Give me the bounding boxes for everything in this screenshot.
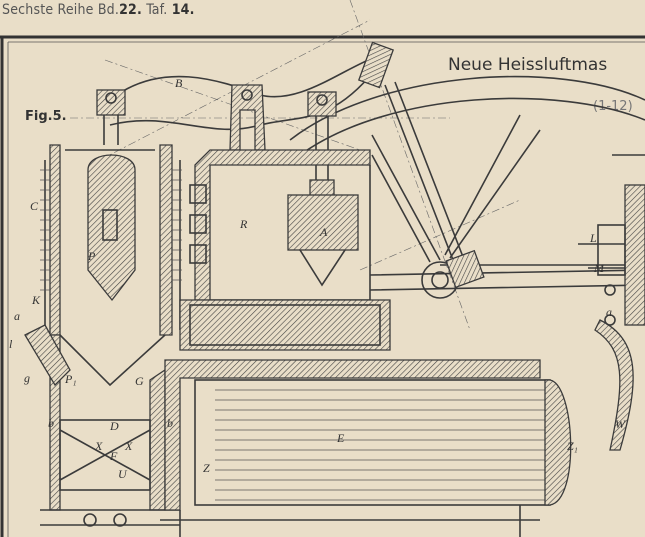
series-text: Sechste Reihe Bd. xyxy=(2,2,120,18)
cooler xyxy=(160,319,634,537)
side-view xyxy=(578,154,645,326)
part-labels: B R A C P K a l g P₁ G b b D X X F U E Z… xyxy=(9,76,626,481)
label-a-right: a xyxy=(606,305,612,319)
label-W: W xyxy=(615,417,626,431)
label-Z: Z xyxy=(203,461,210,475)
label-A: A xyxy=(319,225,328,239)
label-Z1: Z₁ xyxy=(567,439,578,453)
plate-header: Sechste Reihe Bd.22. Taf. 14. xyxy=(2,2,195,18)
label-E: E xyxy=(336,431,345,445)
label-X2: X xyxy=(124,439,133,453)
label-B: B xyxy=(175,76,183,90)
label-L: L xyxy=(589,231,597,245)
label-U: U xyxy=(118,467,128,481)
plate-frame xyxy=(0,35,645,537)
plate-number: 14. xyxy=(171,2,195,18)
label-l: l xyxy=(9,337,13,351)
label-P: P xyxy=(87,249,96,263)
plate-title: Neue Heissluftmas xyxy=(448,55,607,75)
label-K: K xyxy=(31,293,41,307)
label-C: C xyxy=(30,199,39,213)
connecting-rod xyxy=(357,41,485,289)
plate-text: Taf. xyxy=(146,2,168,18)
label-D: D xyxy=(109,419,119,433)
piston-rod-center xyxy=(229,84,266,151)
label-g: g xyxy=(24,371,30,385)
furnace-chamber xyxy=(24,324,180,527)
label-M: M xyxy=(593,261,605,275)
label-R: R xyxy=(239,217,248,231)
label-G: G xyxy=(135,374,144,388)
volume-number: 22. xyxy=(119,2,142,18)
label-b-left: b xyxy=(48,416,54,430)
label-P1: P₁ xyxy=(64,372,77,386)
figure-label: Fig.5. xyxy=(25,109,67,124)
piston-rod-left xyxy=(96,89,126,145)
cold-cylinder xyxy=(179,149,391,351)
label-b-right: b xyxy=(167,416,173,430)
flywheel xyxy=(289,75,645,299)
label-F: F xyxy=(109,449,118,463)
label-X1: X xyxy=(94,439,103,453)
label-a: a xyxy=(14,309,20,323)
scale-note: (1-12) xyxy=(593,99,633,114)
heater-cylinder xyxy=(40,144,182,387)
